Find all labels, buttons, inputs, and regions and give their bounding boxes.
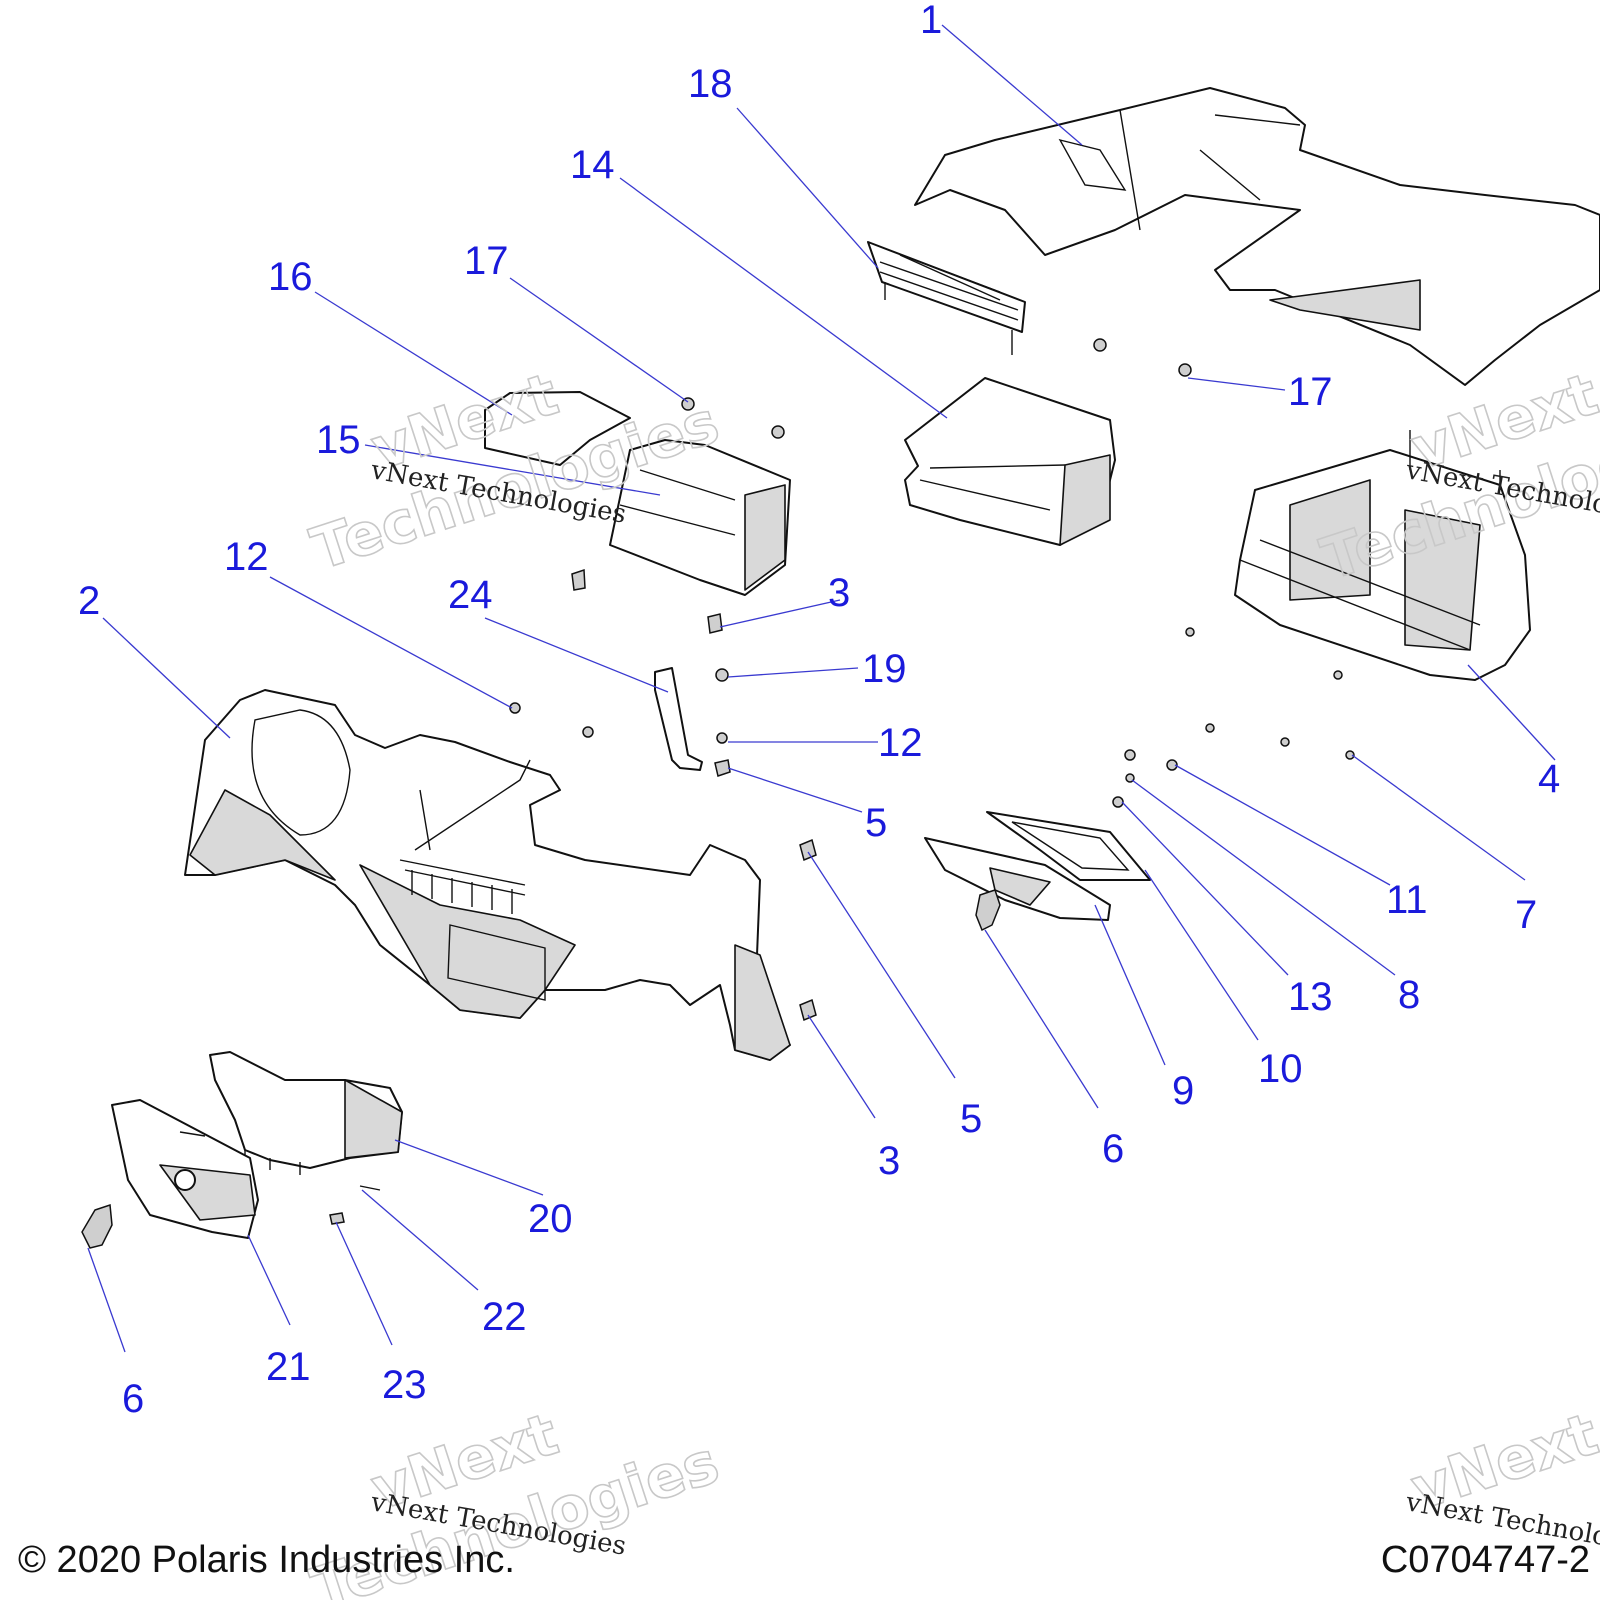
leader-6a [984,929,1099,1109]
callout-6: 6 [122,1377,144,1421]
part-9-10-trim-panels [924,811,1151,921]
leader-7 [1351,754,1526,881]
leader-5a [727,767,863,813]
callout-2: 2 [78,579,100,623]
leader-9 [1094,904,1166,1066]
leader-8 [1131,779,1396,976]
leader-10 [1144,869,1259,1041]
part-15-vent-housing [609,439,791,596]
leader-16 [314,291,513,416]
leader-4 [1467,664,1556,761]
leader-17a [509,277,689,403]
leader-23 [335,1221,393,1346]
leader-lines [87,24,1556,1353]
callout-14: 14 [570,143,615,187]
callout-9: 9 [1172,1069,1194,1113]
part-24-bracket [654,667,703,771]
callout-4: 4 [1538,757,1560,801]
callout-5: 5 [960,1097,982,1141]
callout-3: 3 [828,571,850,615]
callout-22: 22 [482,1295,527,1339]
callout-6: 6 [1102,1127,1124,1171]
leader-17b [1187,377,1286,391]
callout-11: 11 [1386,878,1428,922]
leader-14 [619,177,948,419]
leader-18 [736,107,879,269]
callout-19: 19 [862,647,907,691]
leader-19 [727,667,859,678]
part-18-grille [867,241,1026,355]
leader-11 [1174,764,1391,886]
callout-12: 12 [878,721,923,765]
leader-5b [807,851,956,1079]
callout-20: 20 [528,1197,573,1241]
callout-18: 18 [688,62,733,106]
leader-24 [484,617,669,693]
part-4-glove-bin [1234,430,1531,681]
copyright-text: © 2020 Polaris Industries Inc. [18,1539,515,1581]
part-21-glovebox-door [111,1099,259,1239]
callout-17: 17 [464,239,509,283]
leader-6b [87,1247,126,1353]
part-1-dash-top-cover [914,87,1600,386]
callout-5: 5 [865,801,887,845]
leader-12a [269,576,513,709]
callout-15: 15 [316,418,361,462]
callout-16: 16 [268,255,313,299]
callout-8: 8 [1398,973,1420,1017]
callout-13: 13 [1288,975,1333,1019]
figure-id: C0704747-2 [1381,1539,1590,1581]
leader-22 [361,1189,479,1291]
part-14-storage-tray [904,377,1116,546]
callout-17: 17 [1288,370,1333,414]
leader-3b [807,1014,876,1119]
callout-10: 10 [1258,1047,1303,1091]
callout-1: 1 [920,0,942,42]
part-16-cover [484,391,631,466]
fasteners [179,338,1355,1225]
callout-12: 12 [224,535,269,579]
callout-21: 21 [266,1345,311,1389]
leader-1 [941,24,1083,146]
callout-labels: 1 2 3 3 4 5 5 6 6 7 8 9 10 11 12 12 13 1… [78,0,1560,1421]
leader-15 [364,444,661,496]
leader-2 [102,617,231,739]
callout-24: 24 [448,573,493,617]
leader-21 [247,1234,291,1326]
callout-3: 3 [878,1139,900,1183]
callout-23: 23 [382,1363,427,1407]
leader-3a [719,599,841,628]
part-6-lock-assemblies [81,889,1001,1249]
leader-13 [1121,801,1289,976]
leader-20 [394,1139,544,1196]
part-2-dashboard [184,689,791,1061]
callout-7: 7 [1515,893,1537,937]
